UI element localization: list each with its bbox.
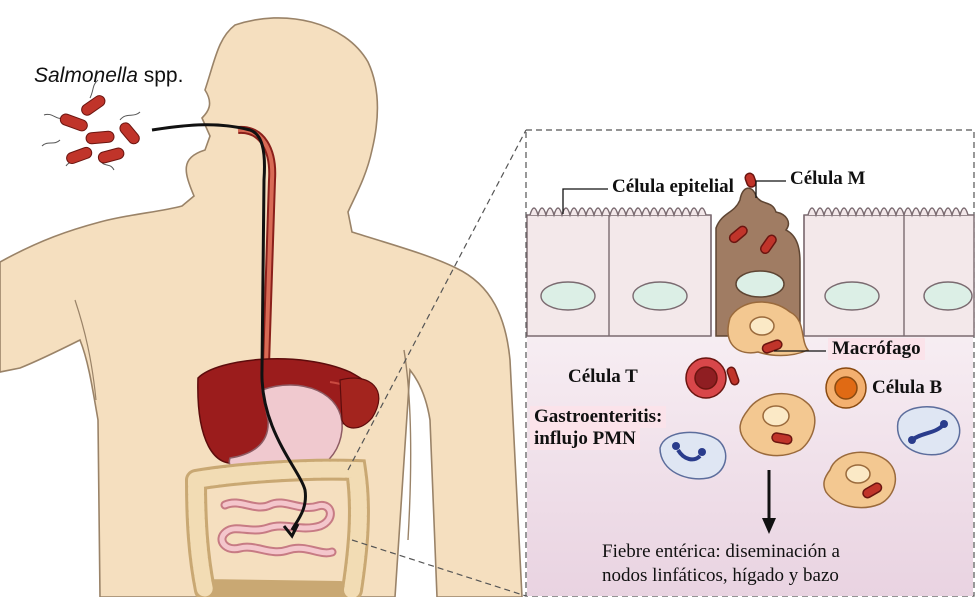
- enteric-fever-label-line1: Fiebre entérica: diseminación a: [602, 541, 840, 563]
- pathogen-suffix: spp.: [138, 64, 184, 87]
- gastroenteritis-label-line1: Gastroenteritis:: [530, 406, 666, 428]
- enteric-fever-label-line2: nodos linfáticos, hígado y bazo: [602, 565, 839, 587]
- b-cell: [826, 368, 866, 408]
- pathogen-name: Salmonella: [34, 64, 138, 87]
- epithelial-cell-label: Célula epitelial: [612, 176, 734, 198]
- m-cell-label: Célula M: [790, 168, 865, 190]
- gastroenteritis-label-line2: influjo PMN: [530, 428, 640, 450]
- pathogen-label: Salmonella spp.: [34, 64, 183, 88]
- b-cell-label: Célula B: [872, 377, 942, 399]
- salmonella-bacteria-group: [42, 80, 142, 170]
- t-cell-label: Célula T: [568, 366, 638, 388]
- macrophage-label: Macrófago: [828, 338, 925, 360]
